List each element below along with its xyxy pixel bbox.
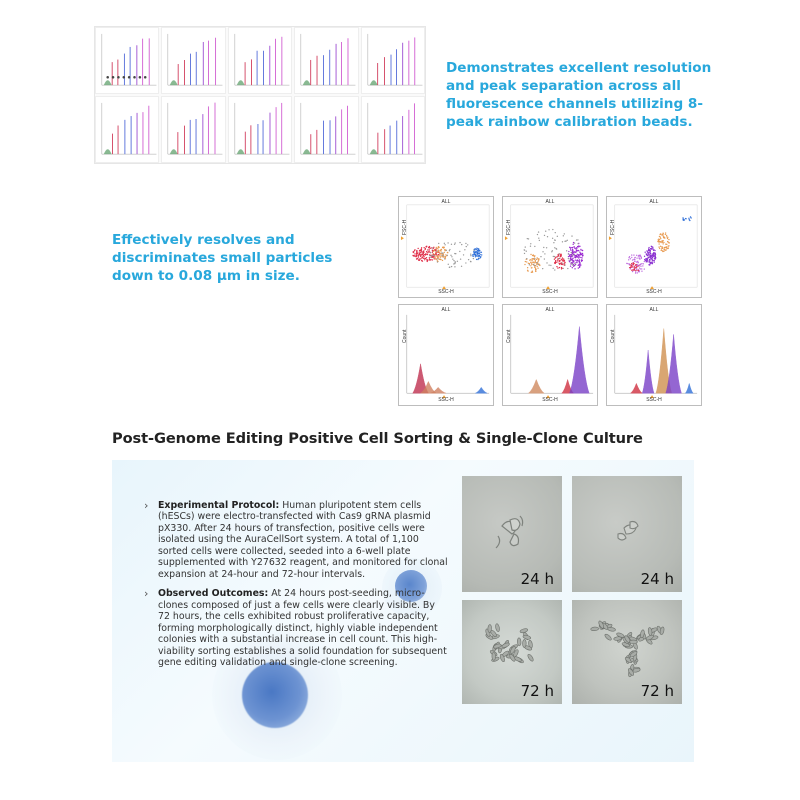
micrograph-time-label: 24 h [520,570,554,588]
bullet-heading: Observed Outcomes: [158,588,269,600]
histogram-svg [406,314,490,399]
plot-xlabel: SSC-H [646,289,662,295]
bead-histogram-panel [294,96,359,163]
section-title: Post-Genome Editing Positive Cell Sortin… [112,430,643,447]
cell-bubble-core [242,662,308,728]
particle-plots-grid: ALL FSC-H SSC-H ALL FSC-H SSC-H ALL FSC-… [398,196,704,410]
scatter-plot-1: ALL FSC-H SSC-H [398,196,494,298]
histogram-svg [510,314,594,399]
plot-title: ALL [441,199,451,205]
particle-size-description: Effectively resolves and discriminates s… [112,232,333,284]
plot-xlabel: SSC-H [646,397,662,403]
bullet-protocol: › Experimental Protocol: Human pluripote… [144,499,448,580]
bullet-text: Human pluripotent stem cells (hESCs) wer… [158,500,448,580]
histogram-svg [614,314,698,399]
cell-cluster-image [495,515,524,549]
plot-ylabel: FSC-H [402,219,408,235]
bead-histogram-panel [360,27,425,94]
chevron-right-icon: › [144,499,149,512]
scatter-plot-2: ALL FSC-H SSC-H [502,196,598,298]
cell-bubble-core [395,570,427,602]
bead-histogram-svg [168,33,223,86]
bullet-heading: Experimental Protocol: [158,500,280,511]
resolution-description: Demonstrates excellent resolution and pe… [446,60,712,130]
bead-histogram-svg [234,102,290,155]
micrograph-72h-a: 72 h [462,600,562,704]
bead-histogram-panel [294,27,359,94]
plot-title: ALL [441,307,451,313]
count-histogram-2: ALL Count SSC-H [502,304,598,406]
bullet-list: › Experimental Protocol: Human pluripote… [144,499,448,677]
bead-histogram-svg [300,102,356,155]
plot-ylabel: Count [610,329,616,343]
bead-histogram-panel [227,27,293,94]
bead-histogram-svg [101,33,157,86]
bead-histogram-svg [101,102,157,155]
bead-histogram-panel [360,96,425,163]
plot-ylabel: Count [506,329,512,343]
plot-title: ALL [649,199,659,205]
bead-histogram-panel [95,27,160,94]
scatter-svg [504,204,594,290]
chevron-right-icon: › [144,587,149,601]
plot-ylabel: FSC-H [506,219,512,235]
plot-xlabel: SSC-H [542,289,558,295]
plot-xlabel: SSC-H [438,289,454,295]
plot-xlabel: SSC-H [542,397,558,403]
colony-image [485,623,534,664]
micrograph-time-label: 72 h [520,682,554,700]
bead-histogram-panel [95,96,160,163]
plot-title: ALL [545,199,555,205]
plot-title: ALL [649,307,659,313]
bead-histogram-svg [367,33,423,86]
micrograph-time-label: 72 h [640,682,674,700]
count-histogram-3: ALL Count SSC-H [606,304,702,406]
rainbow-beads-histogram-grid [94,26,426,164]
bead-histogram-panel [227,96,293,163]
bead-histogram-panel [161,96,226,163]
bullet-text: At 24 hours post-seeding, micro-clones c… [158,588,447,669]
micrograph-time-label: 24 h [640,570,674,588]
micrograph-24h-a: 24 h [462,476,562,592]
count-histogram-1: ALL Count SSC-H [398,304,494,406]
plot-ylabel: Count [402,329,408,343]
bullet-outcomes: › Observed Outcomes: At 24 hours post-se… [144,587,448,669]
bead-histogram-panel [161,27,226,94]
bead-histogram-svg [300,33,356,86]
scatter-svg [400,204,490,290]
colony-image [590,620,665,678]
micrograph-24h-b: 24 h [572,476,682,592]
scatter-plot-3: ALL FSC-H SSC-H [606,196,702,298]
scatter-svg [608,204,698,290]
bead-histogram-svg [168,102,223,155]
plot-ylabel: FSC-H [610,219,616,235]
bead-histogram-svg [234,33,290,86]
plot-xlabel: SSC-H [438,397,454,403]
bead-histogram-svg [367,102,423,155]
micrograph-72h-b: 72 h [572,600,682,704]
cell-cluster-image [617,520,639,541]
plot-title: ALL [545,307,555,313]
